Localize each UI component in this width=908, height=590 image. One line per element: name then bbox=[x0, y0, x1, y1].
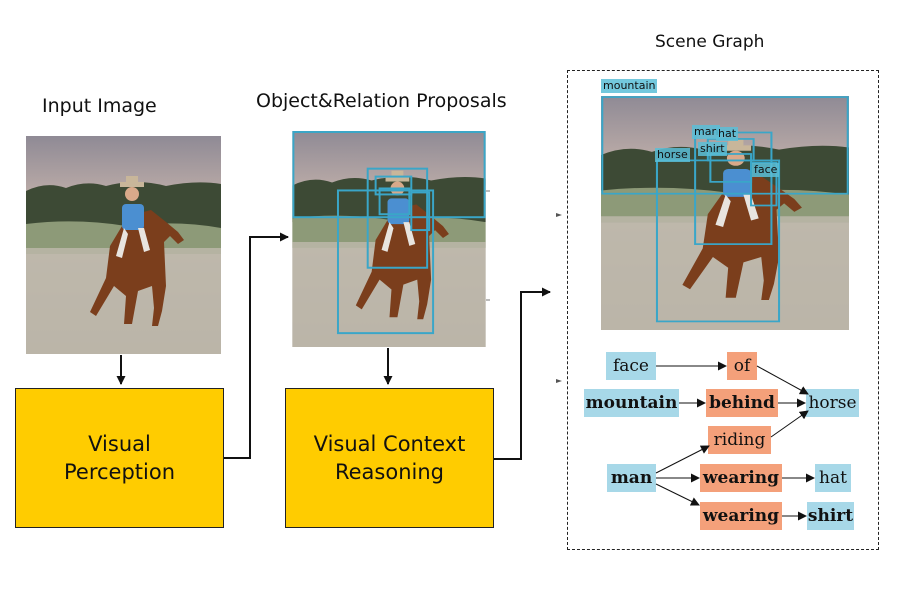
arrow-perception-to-proposals bbox=[224, 232, 289, 459]
frame-ticks bbox=[556, 213, 562, 383]
stage-label-line: Reasoning bbox=[334, 460, 444, 484]
proposals-photo bbox=[292, 131, 486, 347]
det-label-horse: horse bbox=[655, 148, 690, 162]
scene-graph-title: Scene Graph bbox=[655, 32, 765, 52]
det-label-man: man bbox=[692, 125, 721, 139]
det-label-face: face bbox=[752, 163, 780, 177]
node-hat: hat bbox=[815, 464, 851, 492]
stage-label-line: Visual Context bbox=[313, 432, 466, 456]
node-riding: riding bbox=[708, 426, 771, 454]
proposal-boxes bbox=[292, 131, 486, 335]
node-of: of bbox=[727, 352, 757, 380]
det-label-mountain: mountain bbox=[601, 79, 658, 93]
proposals-title: Object&Relation Proposals bbox=[256, 90, 507, 112]
det-label-hat: hat bbox=[716, 127, 739, 141]
node-mountain: mountain bbox=[584, 389, 679, 417]
scene-graph-frame bbox=[567, 70, 879, 550]
visual-perception-box: Visual Perception bbox=[15, 388, 224, 528]
node-wearing-shirt: wearing bbox=[700, 502, 782, 530]
node-behind: behind bbox=[706, 389, 778, 417]
input-photo bbox=[26, 136, 221, 354]
stage-label-line: Visual bbox=[88, 432, 151, 456]
node-wearing-hat: wearing bbox=[700, 464, 782, 492]
node-horse: horse bbox=[806, 389, 859, 417]
arrow-reasoning-to-scene bbox=[494, 287, 551, 460]
stage-label-line: Perception bbox=[63, 460, 176, 484]
proposal-ticks bbox=[486, 190, 490, 301]
node-man: man bbox=[607, 464, 656, 492]
det-label-shirt: shirt bbox=[698, 142, 727, 156]
input-image-title: Input Image bbox=[42, 95, 157, 117]
visual-context-reasoning-box: Visual Context Reasoning bbox=[285, 388, 494, 528]
node-shirt: shirt bbox=[807, 502, 854, 530]
node-face: face bbox=[606, 352, 656, 380]
